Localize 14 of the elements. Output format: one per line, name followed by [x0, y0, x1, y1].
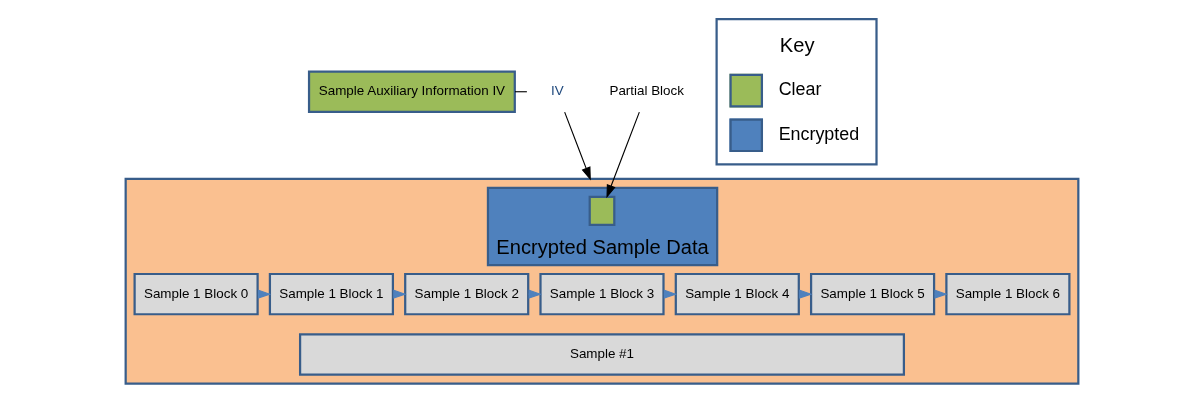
label: Key	[779, 33, 815, 56]
node-text: IV	[550, 82, 564, 98]
legend-label: Encrypted	[778, 123, 860, 144]
connector	[514, 90, 528, 92]
node-box: Sample Auxiliary Information IV	[307, 70, 516, 113]
legend-label: Clear	[778, 78, 822, 99]
node-box: Sample 1 Block 6	[945, 272, 1071, 315]
arrow	[564, 111, 591, 181]
node-box	[588, 195, 616, 226]
cluster	[124, 177, 1080, 385]
cluster: Encrypted Sample Data	[486, 186, 719, 266]
node-box: Sample #1	[299, 332, 905, 376]
node-text: Partial Block	[609, 82, 684, 98]
arrow	[606, 111, 640, 198]
